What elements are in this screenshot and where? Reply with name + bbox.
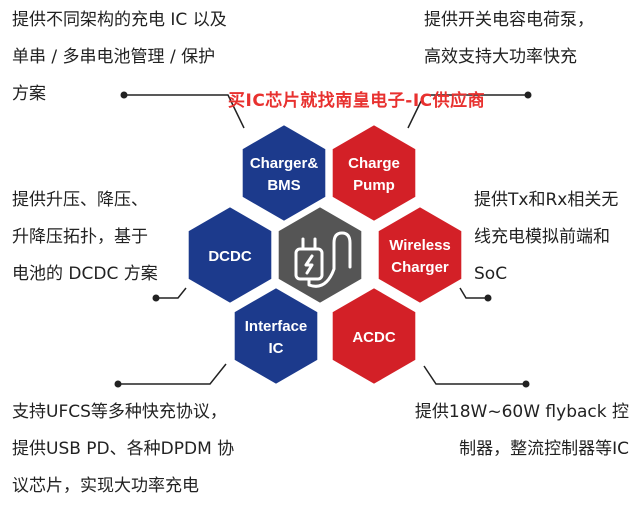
- hexagon-label: Charger&: [250, 155, 319, 172]
- hexagon-label: Charger: [391, 259, 449, 276]
- desc-line: 制器，整流控制器等IC: [459, 439, 629, 459]
- desc-mid-left: 提供升压、降压、 升降压拓扑，基于 电池的 DCDC 方案: [12, 182, 158, 293]
- hexagon-dcdc: DCDC: [184, 202, 276, 308]
- desc-line: 提供Tx和Rx相关无: [474, 190, 619, 210]
- hexagon-acdc: ACDC: [328, 283, 420, 389]
- leader-dot: [114, 380, 122, 388]
- hexagon-label: DCDC: [208, 248, 251, 265]
- desc-line: 单串 / 多串电池管理 / 保护: [12, 47, 216, 67]
- hexagon-shape: [230, 283, 322, 389]
- hexagon-label: BMS: [267, 177, 300, 194]
- desc-bottom-right: 提供18W~60W flyback 控 制器，整流控制器等IC: [415, 394, 629, 468]
- desc-line: 提供不同架构的充电 IC 以及: [12, 10, 227, 30]
- hexagon-shape: [184, 202, 276, 308]
- hexagon-label: Charge: [348, 155, 400, 172]
- leader-line: [124, 94, 245, 129]
- desc-line: 电池的 DCDC 方案: [12, 264, 158, 284]
- desc-line: 提供升压、降压、: [12, 190, 148, 210]
- leader-dot: [522, 380, 530, 388]
- leader-dot: [524, 91, 532, 99]
- desc-top-left: 提供不同架构的充电 IC 以及 单串 / 多串电池管理 / 保护 方案: [12, 2, 227, 113]
- leader-line: [118, 363, 227, 385]
- leader-line: [156, 287, 187, 299]
- desc-line: 方案: [12, 84, 46, 104]
- leader-dot: [484, 294, 492, 302]
- hexagon-charger-bms: Charger&BMS: [238, 120, 330, 226]
- hexagon-label: ACDC: [352, 329, 395, 346]
- leader-line: [459, 287, 488, 299]
- leader-line: [407, 94, 528, 129]
- leader-line: [423, 365, 526, 385]
- hexagon-shape: [328, 283, 420, 389]
- desc-line: 高效支持大功率快充: [424, 47, 577, 67]
- desc-line: 提供18W~60W flyback 控: [414, 402, 629, 422]
- leader-lines: [114, 91, 532, 388]
- desc-mid-right: 提供Tx和Rx相关无 线充电模拟前端和 SoC: [474, 182, 618, 293]
- watermark-text: 买IC芯片就找南皇电子-IC供应商: [228, 91, 486, 111]
- power-plug-icon: [294, 231, 352, 288]
- hexagon-label: Pump: [353, 177, 395, 194]
- desc-line: 支持UFCS等多种快充协议，: [12, 402, 227, 422]
- leader-dot: [152, 294, 160, 302]
- hexagon-shape: [238, 120, 330, 226]
- desc-top-right: 提供开关电容电荷泵， 高效支持大功率快充: [424, 2, 594, 76]
- hexagon-label: IC: [269, 340, 284, 357]
- desc-bottom-left: 支持UFCS等多种快充协议， 提供USB PD、各种DPDM 协 议芯片，实现大…: [12, 394, 234, 505]
- hexagon-center: [274, 202, 366, 308]
- desc-line: 线充电模拟前端和: [474, 227, 610, 247]
- hexagon-group: Charger&BMSChargePumpDCDCWirelessCharger…: [184, 120, 466, 389]
- desc-line: 议芯片，实现大功率充电: [12, 476, 199, 496]
- desc-line: SoC: [474, 264, 508, 284]
- hexagon-label: Wireless: [389, 237, 451, 254]
- hexagon-shape: [374, 202, 466, 308]
- desc-line: 提供开关电容电荷泵，: [424, 10, 594, 30]
- hexagon-shape: [328, 120, 420, 226]
- hexagon-label: Interface: [245, 318, 308, 335]
- desc-line: 升降压拓扑，基于: [12, 227, 148, 247]
- leader-dot: [120, 91, 128, 99]
- desc-line: 提供USB PD、各种DPDM 协: [12, 439, 235, 459]
